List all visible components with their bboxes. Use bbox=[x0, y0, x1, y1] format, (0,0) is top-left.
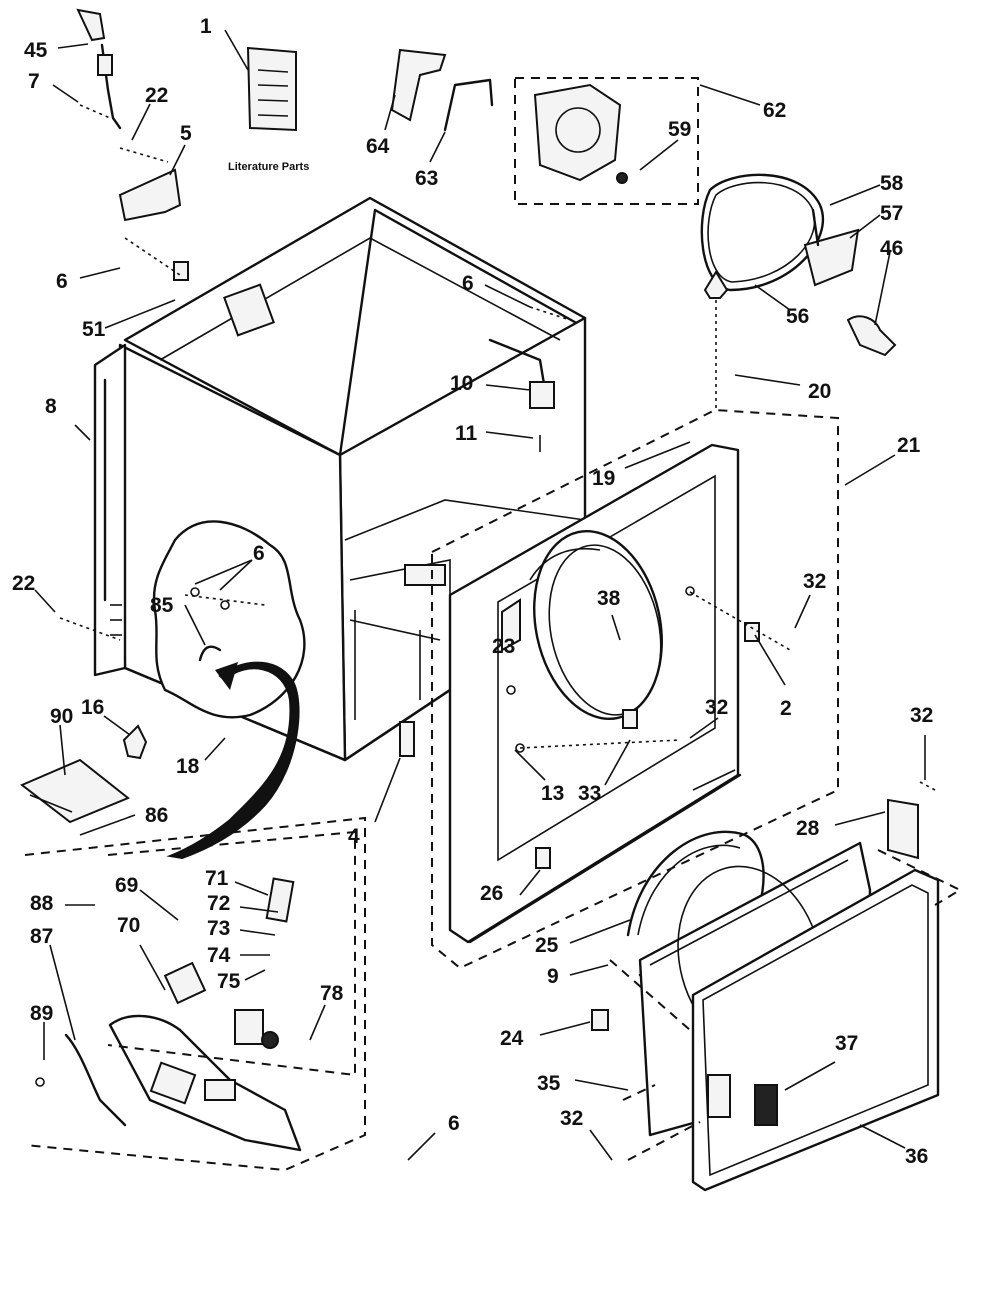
callout-63: 63 bbox=[415, 167, 438, 190]
callout-73: 73 bbox=[207, 917, 230, 940]
callout-58: 58 bbox=[880, 172, 904, 195]
callout-51: 51 bbox=[82, 318, 106, 341]
callout-32: 32 bbox=[803, 570, 826, 593]
callout-4: 4 bbox=[348, 825, 360, 848]
callout-69: 69 bbox=[115, 874, 138, 897]
callout-46: 46 bbox=[880, 237, 903, 260]
callout-23: 23 bbox=[492, 635, 515, 658]
callout-78: 78 bbox=[320, 982, 344, 1005]
literature-parts-caption: Literature Parts bbox=[228, 161, 309, 173]
callout-9: 9 bbox=[547, 965, 559, 988]
callout-72: 72 bbox=[207, 892, 230, 915]
callout-32: 32 bbox=[910, 704, 933, 727]
callout-20: 20 bbox=[808, 380, 831, 403]
callout-59: 59 bbox=[668, 118, 691, 141]
motor-group bbox=[488, 77, 897, 452]
callout-22: 22 bbox=[145, 84, 168, 107]
top-left-parts bbox=[76, 8, 494, 281]
callout-10: 10 bbox=[450, 372, 473, 395]
callout-7: 7 bbox=[28, 70, 40, 93]
callout-8: 8 bbox=[45, 395, 57, 418]
callout-11: 11 bbox=[455, 422, 478, 445]
callout-56: 56 bbox=[786, 305, 809, 328]
callout-22: 22 bbox=[12, 572, 35, 595]
front-panel-assembly bbox=[431, 408, 839, 970]
callout-28: 28 bbox=[796, 817, 820, 840]
callout-71: 71 bbox=[205, 867, 229, 890]
callout-37: 37 bbox=[835, 1032, 858, 1055]
callout-62: 62 bbox=[763, 99, 786, 122]
callout-74: 74 bbox=[207, 944, 231, 967]
leader-lines bbox=[34, 29, 936, 1161]
callout-5: 5 bbox=[180, 122, 192, 145]
callout-25: 25 bbox=[535, 934, 559, 957]
literature-booklet bbox=[246, 46, 297, 132]
door-assembly bbox=[591, 798, 963, 1192]
callout-38: 38 bbox=[597, 587, 621, 610]
callout-32: 32 bbox=[705, 696, 728, 719]
callout-75: 75 bbox=[217, 970, 241, 993]
callout-1: 1 bbox=[200, 15, 212, 38]
callout-24: 24 bbox=[500, 1027, 524, 1050]
callout-26: 26 bbox=[480, 882, 503, 905]
callout-36: 36 bbox=[905, 1145, 928, 1168]
callout-87: 87 bbox=[30, 925, 53, 948]
control-group bbox=[20, 721, 415, 1172]
callout-88: 88 bbox=[30, 892, 54, 915]
callout-85: 85 bbox=[150, 594, 174, 617]
callout-64: 64 bbox=[366, 135, 390, 158]
callout-6: 6 bbox=[56, 270, 68, 293]
callout-6: 6 bbox=[253, 542, 265, 565]
callout-35: 35 bbox=[537, 1072, 561, 1095]
callout-70: 70 bbox=[117, 914, 140, 937]
callout-33: 33 bbox=[578, 782, 601, 805]
callout-89: 89 bbox=[30, 1002, 53, 1025]
callout-90: 90 bbox=[50, 705, 73, 728]
callout-6: 6 bbox=[448, 1112, 460, 1135]
cabinet bbox=[93, 196, 587, 860]
callout-57: 57 bbox=[880, 202, 903, 225]
callout-6: 6 bbox=[462, 272, 474, 295]
callout-86: 86 bbox=[145, 804, 168, 827]
callout-32: 32 bbox=[560, 1107, 583, 1130]
callout-19: 19 bbox=[592, 467, 615, 490]
callout-13: 13 bbox=[541, 782, 564, 805]
callout-2: 2 bbox=[780, 697, 792, 720]
callout-labels: 45 7 22 5 1 Literature Parts 64 63 62 59… bbox=[12, 15, 933, 1168]
callout-45: 45 bbox=[24, 39, 48, 62]
callout-16: 16 bbox=[81, 696, 104, 719]
callout-18: 18 bbox=[176, 755, 200, 778]
callout-21: 21 bbox=[897, 434, 921, 457]
